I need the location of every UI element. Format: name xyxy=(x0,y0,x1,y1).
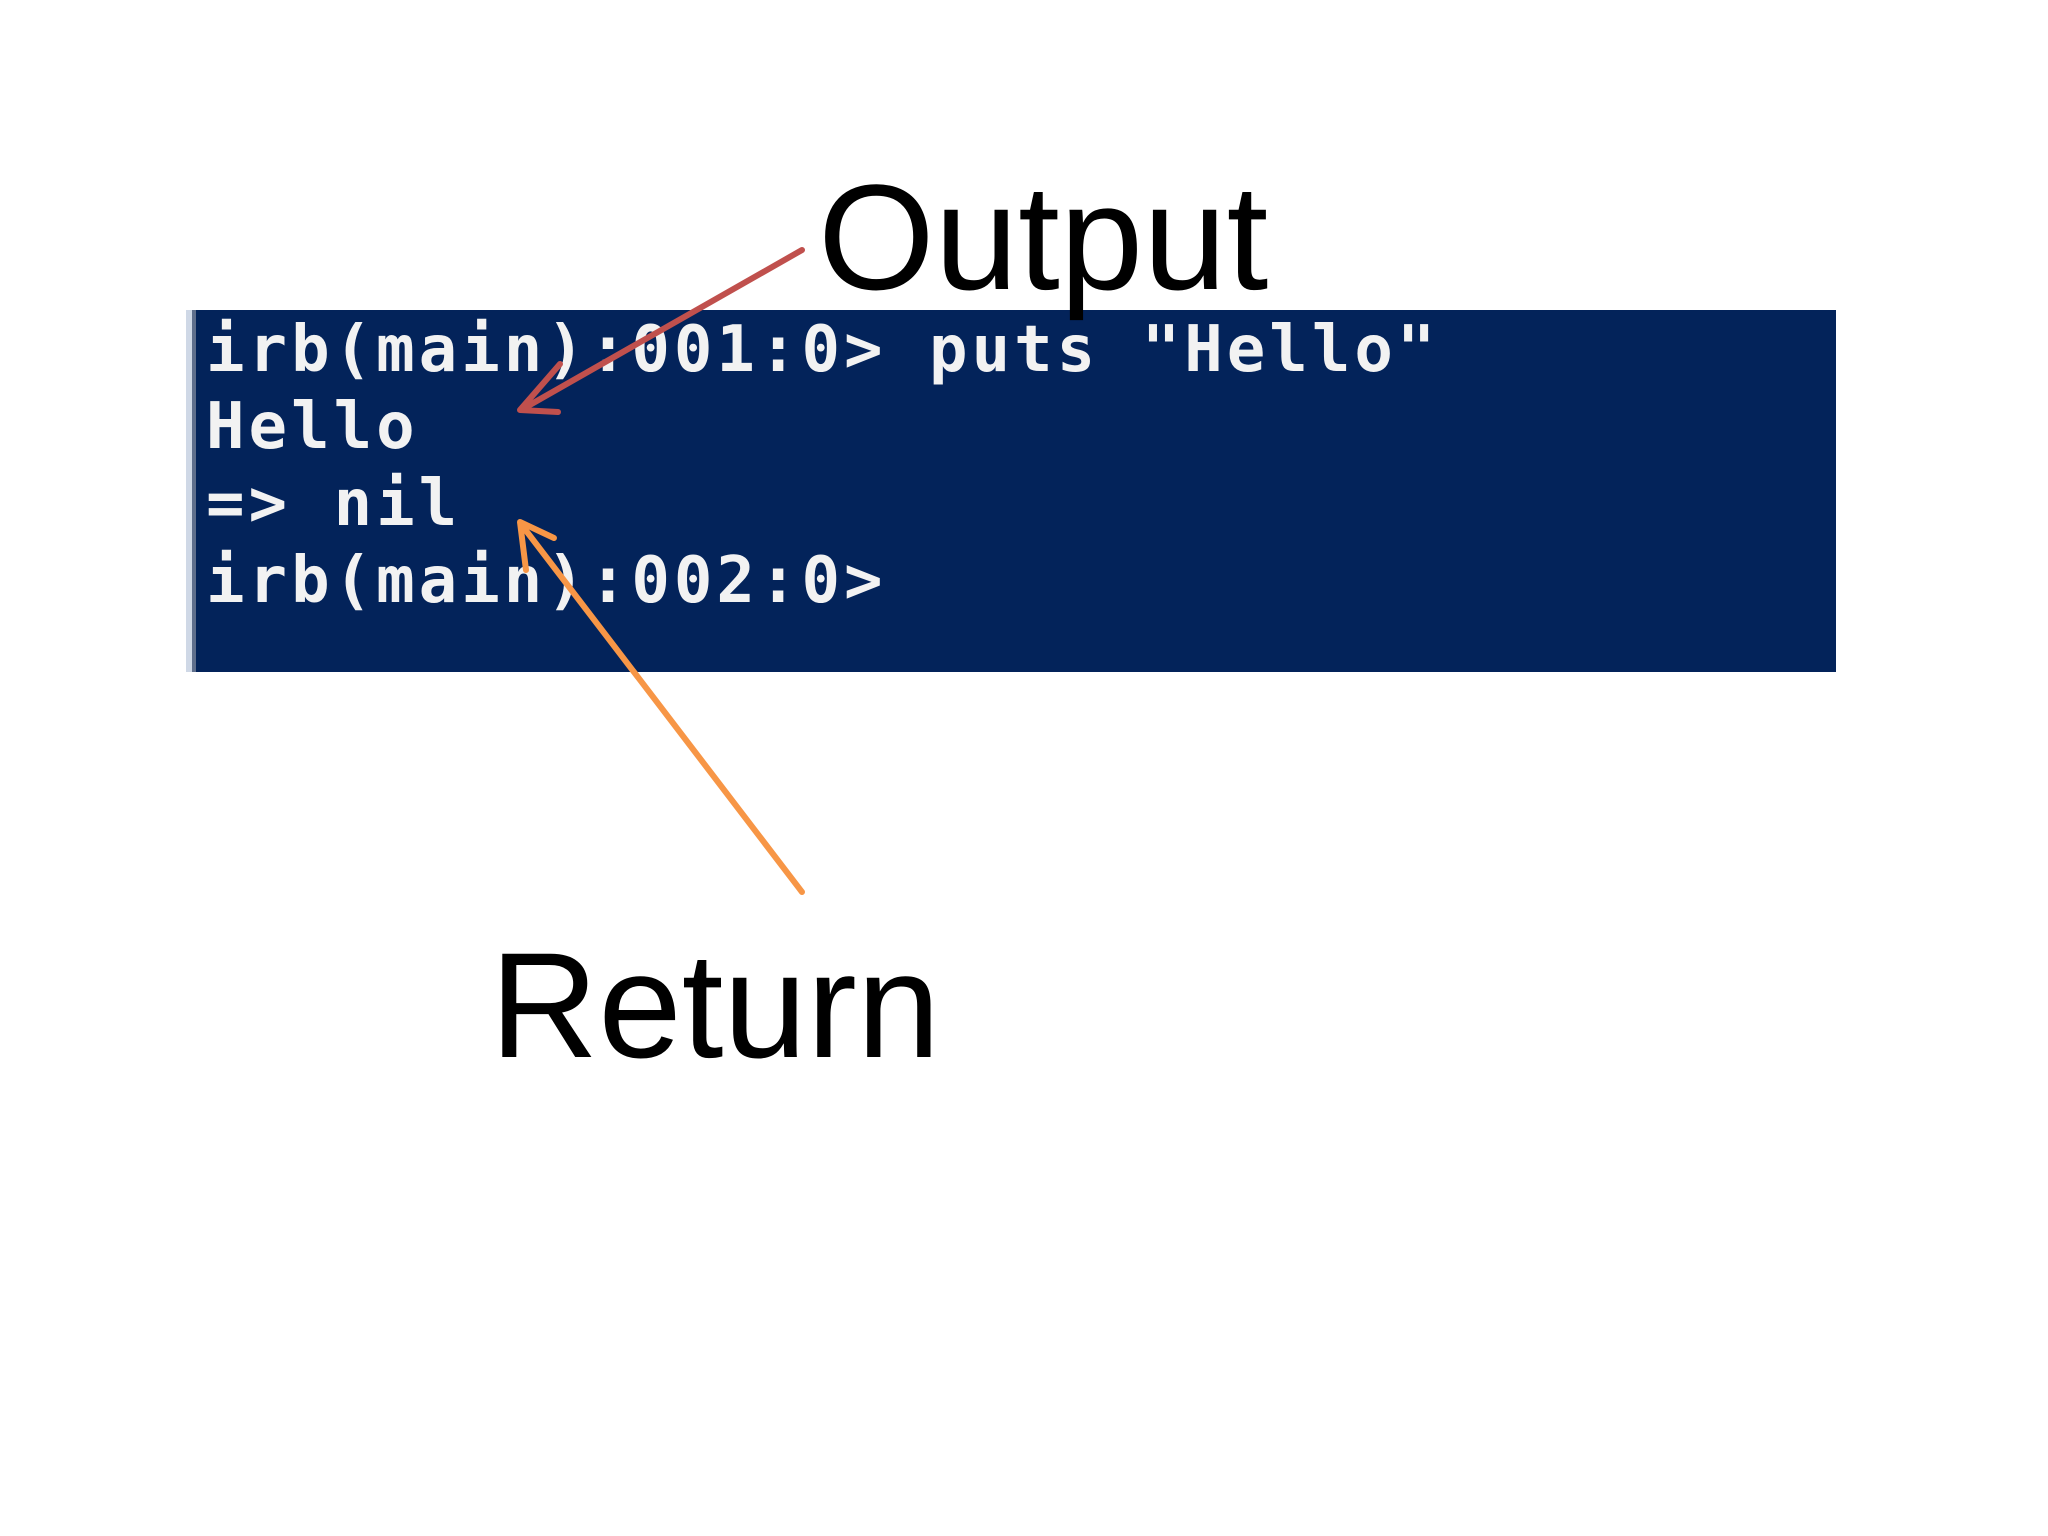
console-line-prompt-2: irb(main):002:0> xyxy=(206,544,887,618)
console-left-border xyxy=(186,310,200,672)
console-line-output: Hello xyxy=(206,390,419,464)
console-output-area: irb(main):001:0> puts "Hello" Hello => n… xyxy=(206,312,1836,620)
irb-console-window[interactable]: irb(main):001:0> puts "Hello" Hello => n… xyxy=(186,310,1836,672)
return-label: Return xyxy=(490,921,941,1089)
console-line-prompt-1: irb(main):001:0> puts "Hello" xyxy=(206,313,1440,387)
output-label: Output xyxy=(818,153,1269,321)
console-line-return-value: => nil xyxy=(206,467,462,541)
